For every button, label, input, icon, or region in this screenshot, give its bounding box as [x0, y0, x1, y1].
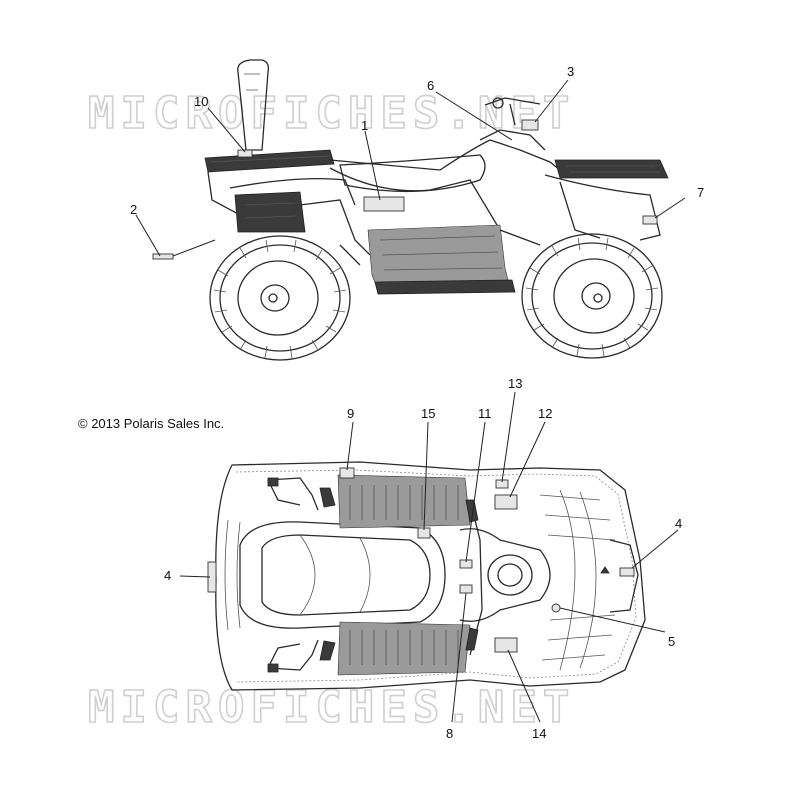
side-leaders	[135, 79, 686, 257]
copyright-text: © 2013 Polaris Sales Inc.	[78, 416, 224, 431]
callout-4-right: 4	[675, 516, 682, 531]
atv-top-view	[207, 461, 646, 691]
decal-10	[237, 149, 253, 158]
callout-15: 15	[421, 406, 435, 421]
decal-12	[494, 494, 518, 510]
decal-3	[521, 119, 539, 131]
callout-3: 3	[567, 64, 574, 79]
front-wheel	[521, 233, 663, 359]
callout-9: 9	[347, 406, 354, 421]
callout-11: 11	[478, 406, 492, 421]
atv-side-view	[152, 59, 669, 361]
decal-2	[152, 253, 174, 260]
callout-labels: 1 2 3 6 7 10 9 15 11 13 12 4 4 5 8 14	[130, 64, 704, 741]
top-leaders	[179, 391, 679, 723]
callout-14: 14	[532, 726, 546, 741]
callout-12: 12	[538, 406, 552, 421]
watermark-bottom: MICROFICHES.NET	[88, 682, 575, 733]
callout-4-left: 4	[164, 568, 171, 583]
callout-6: 6	[427, 78, 434, 93]
rear-wheel	[209, 235, 351, 361]
decal-8	[459, 584, 473, 594]
callout-8: 8	[446, 726, 453, 741]
callout-7: 7	[697, 185, 704, 200]
callout-2: 2	[130, 202, 137, 217]
callout-5: 5	[668, 634, 675, 649]
decal-7	[642, 215, 658, 225]
callout-13: 13	[508, 376, 522, 391]
decal-1	[363, 196, 405, 212]
callout-10: 10	[194, 94, 208, 109]
decal-4-front	[619, 567, 635, 577]
decal-14	[494, 637, 518, 653]
decal-5	[551, 603, 561, 613]
watermark-top: MICROFICHES.NET	[88, 88, 575, 139]
callout-1: 1	[361, 118, 368, 133]
